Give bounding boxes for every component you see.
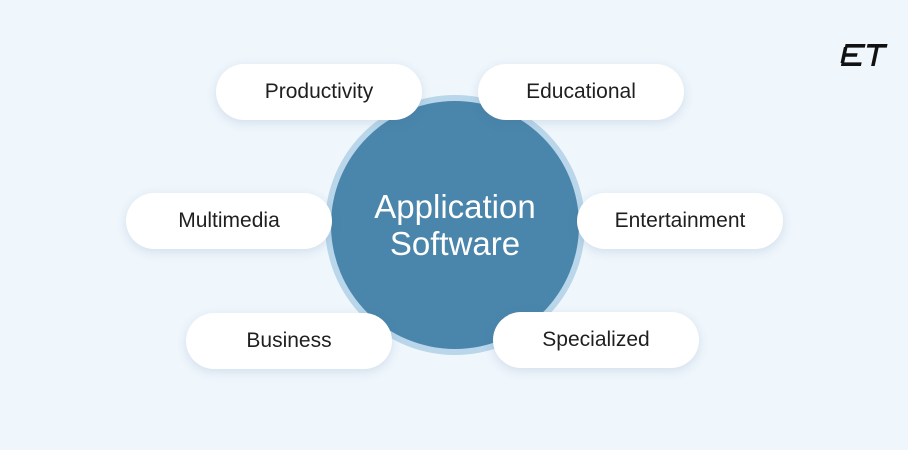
- node-productivity: Productivity: [216, 64, 422, 120]
- node-entertainment: Entertainment: [577, 193, 783, 249]
- node-educational: Educational: [478, 64, 684, 120]
- node-specialized-label: Specialized: [542, 328, 650, 351]
- node-productivity-label: Productivity: [264, 80, 374, 103]
- node-business-label: Business: [246, 329, 332, 352]
- node-educational-label: Educational: [526, 80, 636, 103]
- et-logo: [840, 44, 888, 66]
- node-multimedia: Multimedia: [126, 193, 332, 249]
- hub-label-line2: Software: [389, 225, 521, 262]
- hub-circle: Application Software: [331, 101, 579, 349]
- node-business: Business: [186, 313, 392, 369]
- node-entertainment-label: Entertainment: [614, 209, 746, 232]
- node-multimedia-label: Multimedia: [178, 209, 280, 232]
- node-specialized: Specialized: [493, 312, 699, 368]
- hub-label-line1: Application: [374, 188, 536, 225]
